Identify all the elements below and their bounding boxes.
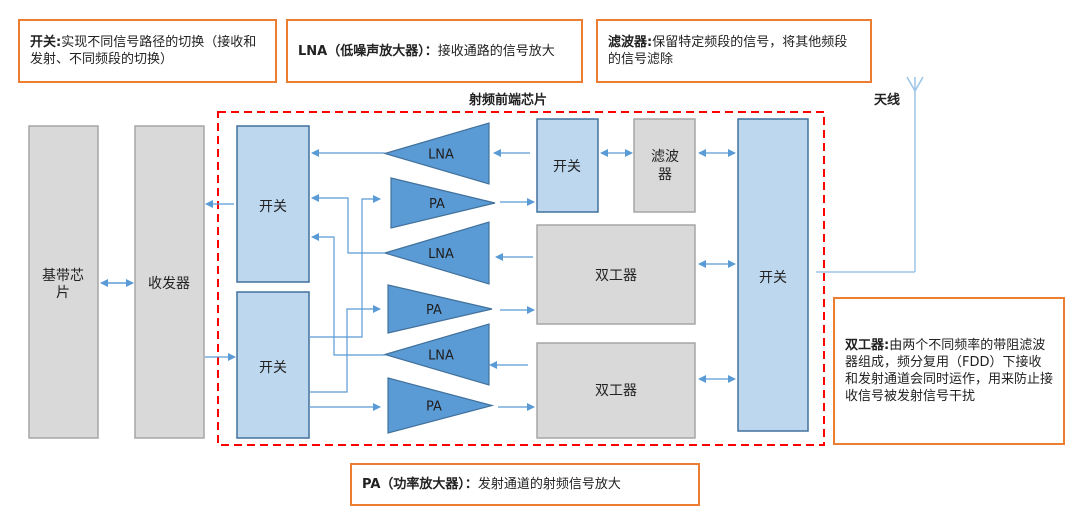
note-filter: 滤波器:保留特定频段的信号，将其他频段的信号滤除: [596, 19, 872, 83]
note-switch-term: 开关:: [30, 35, 62, 50]
rf-chip-title: 射频前端芯片: [468, 92, 547, 108]
pa-amplifier-2: [390, 177, 496, 229]
note-switch-desc: 实现不同信号路径的切换（接收和发射、不同频段的切换）: [30, 35, 257, 67]
note-duplexer-desc: 由两个不同频率的带阻滤波器组成，频分复用（FDD）下接收和发射通道会同时运作，用…: [845, 338, 1054, 404]
note-pa: PA（功率放大器）：发射通道的射频信号放大: [350, 463, 700, 506]
note-filter-desc: 保留特定频段的信号，将其他频段的信号滤除: [608, 35, 848, 67]
routing-lines: [309, 149, 385, 411]
switch-upper-label: 开关: [259, 199, 287, 215]
transceiver-block: [134, 125, 205, 439]
duplexer-2-block: [536, 342, 696, 439]
lna-amplifier-label: LNA: [428, 349, 454, 364]
note-duplexer-term: 双工器:: [845, 338, 890, 353]
duplexer-2-label: 双工器: [595, 383, 637, 399]
amplifier-group: LNA PA LNA PA LNA PA: [382, 122, 496, 434]
transceiver-label: 收发器: [148, 276, 190, 292]
filter-block: [633, 118, 696, 213]
lna-amplifier-3: [382, 221, 490, 285]
switch-main-block: [737, 118, 809, 432]
note-filter-term: 滤波器:: [608, 35, 653, 50]
lna-amplifier-5: [382, 323, 490, 386]
pa-amplifier-6: [387, 377, 495, 434]
switch-upper-block: [236, 125, 310, 283]
switch-lower-block: [236, 291, 310, 439]
pa-amplifier-label: PA: [426, 400, 442, 415]
note-lna-term: LNA（低噪声放大器）：: [298, 43, 438, 59]
switch-lower-label: 开关: [259, 360, 287, 376]
antenna-label: 天线: [874, 92, 900, 108]
duplexer-1-label: 双工器: [595, 268, 637, 284]
pa-amplifier-label: PA: [426, 303, 442, 318]
antenna-icon: [816, 76, 924, 273]
baseband-chip-label: 基带芯片: [42, 267, 84, 301]
lna-amplifier-1: [382, 122, 490, 185]
note-pa-desc: 发射通道的射频信号放大: [477, 477, 621, 492]
duplexer-1-block: [536, 224, 696, 325]
note-lna-desc: 接收通路的信号放大: [437, 43, 555, 59]
switch-small-label: 开关: [553, 159, 581, 175]
baseband-chip-block: [28, 125, 99, 439]
switch-main-label: 开关: [759, 270, 787, 286]
rf-chip-boundary: [217, 111, 825, 446]
pa-amplifier-label: PA: [429, 197, 445, 212]
pa-amplifier-4: [387, 284, 493, 334]
right-links: [489, 149, 736, 411]
note-pa-term: PA（功率放大器）：: [362, 477, 478, 492]
note-switch: 开关:实现不同信号路径的切换（接收和发射、不同频段的切换）: [18, 19, 277, 83]
filter-label: 滤波器: [651, 149, 679, 183]
note-lna: LNA（低噪声放大器）：接收通路的信号放大: [286, 19, 583, 83]
note-duplexer: 双工器:由两个不同频率的带阻滤波器组成，频分复用（FDD）下接收和发射通道会同时…: [833, 297, 1065, 445]
switch-small-block: [536, 118, 599, 213]
lna-amplifier-label: LNA: [428, 148, 454, 163]
lna-amplifier-label: LNA: [428, 247, 454, 262]
